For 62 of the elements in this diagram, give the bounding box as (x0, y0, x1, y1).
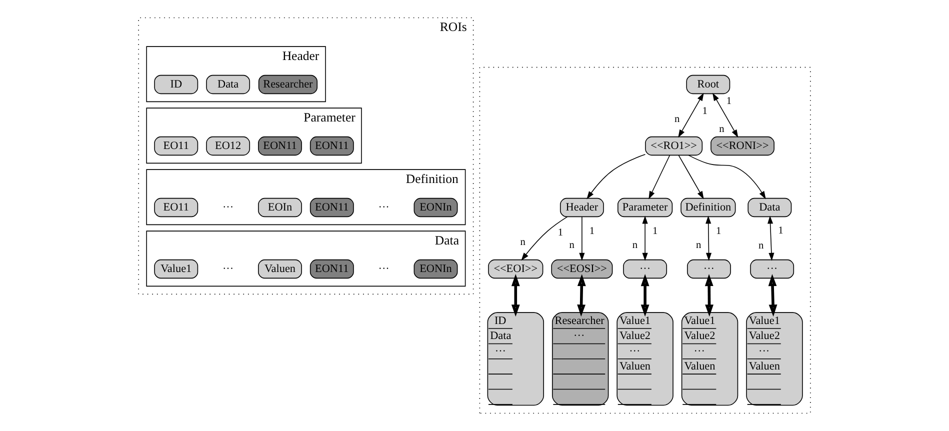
node-box: <<EOSI>> (551, 259, 613, 279)
node-box: Value1 (154, 259, 198, 279)
node-box: <<RONI>> (710, 136, 774, 156)
label: 1 (716, 226, 722, 237)
label: ··· (378, 201, 390, 214)
arrow (767, 216, 774, 261)
node-box: EON11 (310, 259, 354, 279)
arrow (678, 92, 704, 138)
node-box: EO11 (154, 198, 198, 218)
node-box: ··· (623, 259, 668, 279)
arrow (586, 154, 646, 200)
label: n (520, 236, 526, 248)
label: 1 (652, 226, 658, 238)
node-box: <<RO1>> (645, 136, 703, 156)
label: n (674, 114, 680, 125)
arrow (688, 154, 766, 200)
label: n (632, 240, 638, 251)
label: n (569, 240, 574, 251)
label: n (719, 124, 724, 135)
label: ··· (378, 262, 390, 275)
node-box: EONIn (414, 259, 458, 279)
node-box: EON11 (310, 136, 354, 156)
node-box: <<EOI>> (488, 259, 544, 279)
label: n (758, 240, 764, 252)
arrow (768, 274, 778, 317)
arrow (640, 274, 650, 317)
arrow (706, 216, 712, 261)
node-box: Definition (680, 198, 736, 218)
label: 1 (589, 226, 595, 238)
arrow (712, 92, 738, 138)
node-box: Valuen (258, 259, 302, 279)
node-box: Header (560, 198, 604, 218)
node-box: EO11 (154, 136, 198, 156)
node-box: EON11 (258, 136, 302, 156)
arrow (511, 274, 520, 317)
node-box: EO12 (206, 136, 250, 156)
node-box: ··· (687, 259, 731, 279)
node-box: Parameter (618, 198, 673, 218)
arrow (704, 274, 714, 317)
label: n (696, 240, 702, 252)
node-box: Root (686, 74, 730, 94)
arrow (521, 216, 568, 261)
cluster (479, 66, 811, 414)
node-box: EOIn (258, 198, 302, 218)
label: ··· (222, 201, 234, 214)
node-box: ID (154, 74, 198, 94)
arrow (678, 154, 704, 200)
node-box: ··· (750, 259, 794, 279)
label: 1 (778, 226, 784, 237)
node-box: EON11 (310, 198, 354, 218)
node-box: Data (206, 74, 250, 94)
label: 1 (702, 106, 708, 118)
arrow (579, 216, 585, 261)
node-box: EONIn (414, 198, 458, 218)
arrow (642, 216, 648, 261)
node-box: Data (748, 198, 792, 218)
label: 1 (558, 228, 564, 239)
node-box: Researcher (258, 74, 318, 94)
label: ··· (222, 262, 234, 275)
label: 1 (726, 96, 732, 108)
arrow (648, 154, 670, 200)
arrow (577, 274, 586, 317)
